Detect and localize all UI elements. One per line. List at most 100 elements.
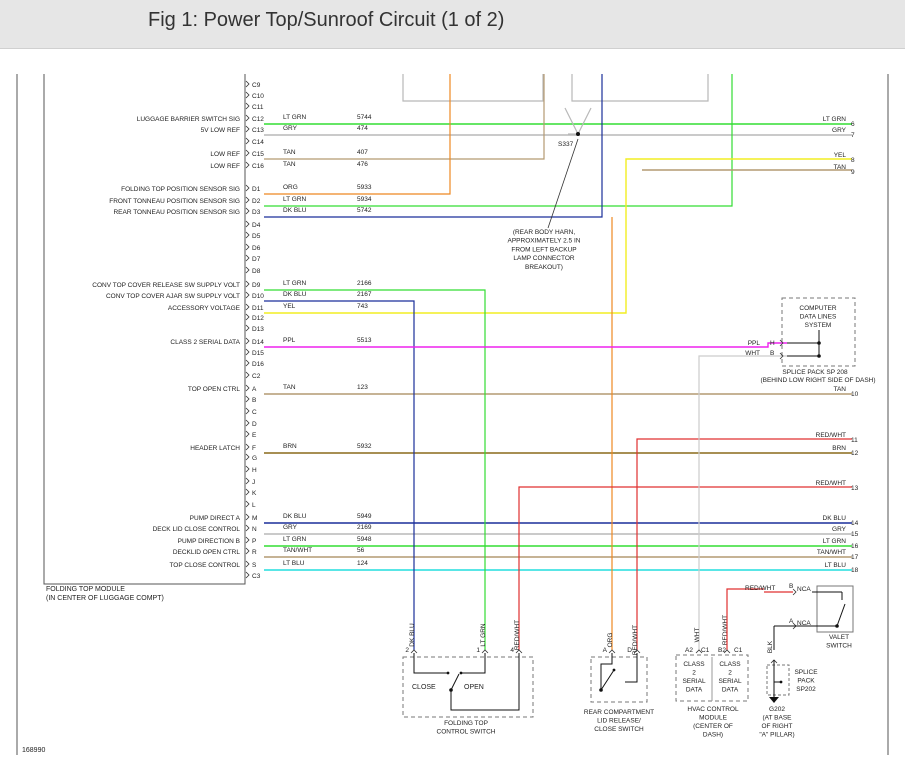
circuit-number: 124 bbox=[357, 560, 368, 567]
valet-caption: SWITCH bbox=[826, 643, 852, 650]
data-lines-bus bbox=[787, 342, 820, 357]
pin-label: P bbox=[252, 538, 256, 545]
pin-chevron bbox=[245, 80, 250, 88]
harness-note-line: BREAKOUT) bbox=[525, 264, 563, 271]
wire-red-hvac bbox=[726, 588, 764, 650]
pin-label: R bbox=[252, 549, 257, 556]
pin-chevron bbox=[245, 536, 250, 544]
ground-location: G202 bbox=[769, 706, 785, 713]
module-name: FOLDING TOP MODULE bbox=[46, 586, 125, 593]
pin-chevron bbox=[245, 524, 250, 532]
wire-color-label: BRN bbox=[283, 443, 297, 450]
wire-yellow-d11 bbox=[264, 158, 852, 314]
wire-green-d9 bbox=[264, 289, 486, 650]
hvac-box1-text: 2 bbox=[692, 670, 696, 677]
pin-label: C11 bbox=[252, 104, 264, 111]
wire-color-label: TAN bbox=[283, 384, 296, 391]
right-circuit-number: 9 bbox=[851, 169, 855, 176]
switch-contact-dot bbox=[459, 671, 463, 675]
pin-chevron bbox=[245, 488, 250, 496]
components-group: S337(REAR BODY HARN,APPROXIMATELY 2.5 IN… bbox=[264, 74, 876, 739]
right-color-label: BRN bbox=[832, 445, 846, 452]
right-circuit-number: 10 bbox=[851, 391, 859, 398]
circuit-number: 2167 bbox=[357, 291, 372, 298]
pin-chevron bbox=[245, 371, 250, 379]
pin-chevron bbox=[633, 649, 641, 654]
valet-pin-a: A bbox=[789, 618, 794, 625]
pin-label: C bbox=[252, 409, 257, 416]
pin-label: C3 bbox=[252, 573, 261, 580]
pin-chevron bbox=[245, 231, 250, 239]
pin-chevron bbox=[245, 571, 250, 579]
harness-note-line: (REAR BODY HARN, bbox=[513, 229, 576, 236]
pin-chevron bbox=[245, 102, 250, 110]
pin-label: S bbox=[252, 562, 257, 569]
wire-color-label: PPL bbox=[283, 337, 296, 344]
wire-color-label: LT GRN bbox=[283, 280, 307, 287]
pin-chevron bbox=[245, 114, 250, 122]
hvac-box1-text: SERIAL bbox=[682, 678, 706, 685]
valet-pivot bbox=[835, 624, 839, 628]
folding-switch-box bbox=[402, 656, 534, 718]
wire-purple-d14 bbox=[264, 342, 787, 348]
circuit-label: LUGGAGE BARRIER SWITCH SIG bbox=[137, 116, 240, 123]
circuit-label: TOP CLOSE CONTROL bbox=[169, 562, 240, 569]
ground-location: OF RIGHT bbox=[761, 723, 792, 730]
pin-label: D3 bbox=[252, 209, 261, 216]
circuit-number: 743 bbox=[357, 303, 368, 310]
hvac-caption: DASH) bbox=[703, 732, 723, 739]
switch-wire-label: RED/WHT bbox=[514, 620, 521, 650]
switch-close-label: CLOSE bbox=[412, 684, 436, 691]
right-color-label: GRY bbox=[832, 127, 847, 134]
pin-chevron bbox=[245, 291, 250, 299]
pin-chevron bbox=[245, 513, 250, 521]
hvac-box2-text: SERIAL bbox=[718, 678, 742, 685]
wire-gray-stub bbox=[571, 74, 709, 102]
pin-chevron bbox=[245, 184, 250, 192]
pin-label: J bbox=[252, 479, 255, 486]
pin-chevron bbox=[245, 303, 250, 311]
right-color-label: DK BLU bbox=[823, 515, 847, 522]
wire-color-label: LT GRN bbox=[283, 114, 307, 121]
valet-nca1: NCA bbox=[797, 586, 811, 593]
circuit-label: LOW REF bbox=[210, 151, 240, 158]
right-circuit-number: 8 bbox=[851, 157, 855, 164]
switch-pin-label: D bbox=[627, 647, 632, 654]
circuit-label: REAR TONNEAU POSITION SENSOR SIG bbox=[113, 209, 240, 216]
right-circuit-number: 11 bbox=[851, 437, 858, 444]
circuit-number: 2166 bbox=[357, 280, 372, 287]
ground-splice-dot bbox=[779, 680, 783, 684]
module-box bbox=[43, 74, 246, 585]
hvac-box1-text: DATA bbox=[686, 687, 703, 694]
harness-note-line: APPROXIMATELY 2.5 IN bbox=[508, 238, 581, 245]
pin-chevron bbox=[695, 649, 703, 654]
circuit-number: 123 bbox=[357, 384, 368, 391]
pin-chevron bbox=[245, 280, 250, 288]
pin-chevron bbox=[245, 266, 250, 274]
pin-label: L bbox=[252, 502, 256, 509]
pin-label: K bbox=[252, 490, 257, 497]
pin-label: M bbox=[252, 515, 257, 522]
hvac-wire-label: WHT bbox=[694, 628, 701, 643]
hvac-caption: HVAC CONTROL bbox=[687, 706, 739, 713]
pin-chevron bbox=[245, 243, 250, 251]
data-lines-title: COMPUTER bbox=[799, 305, 837, 312]
pin-label: D5 bbox=[252, 233, 261, 240]
title-bar: Fig 1: Power Top/Sunroof Circuit (1 of 2… bbox=[0, 0, 905, 49]
switch-pin-label: A bbox=[603, 647, 608, 654]
wire-tan-c15 bbox=[264, 74, 545, 160]
switch-contact bbox=[413, 653, 448, 674]
pin-chevron bbox=[245, 384, 250, 392]
hvac-box2-text: CLASS bbox=[719, 661, 741, 668]
hvac-box1-text: CLASS bbox=[683, 661, 705, 668]
data-lines-title: DATA LINES bbox=[800, 314, 837, 321]
wire-color-label: GRY bbox=[283, 125, 298, 132]
figure-id: 168990 bbox=[22, 747, 45, 754]
pin-label: D9 bbox=[252, 282, 261, 289]
lid-switch-box bbox=[590, 656, 648, 703]
circuit-label: PUMP DIRECTION B bbox=[178, 538, 240, 545]
pin-chevron bbox=[245, 254, 250, 262]
empty-pins-group: C9C10C11C14D4D5D6D7D8D12D13D15D16C2BCDEG… bbox=[245, 80, 264, 580]
wire-color-label: GRY bbox=[283, 524, 298, 531]
